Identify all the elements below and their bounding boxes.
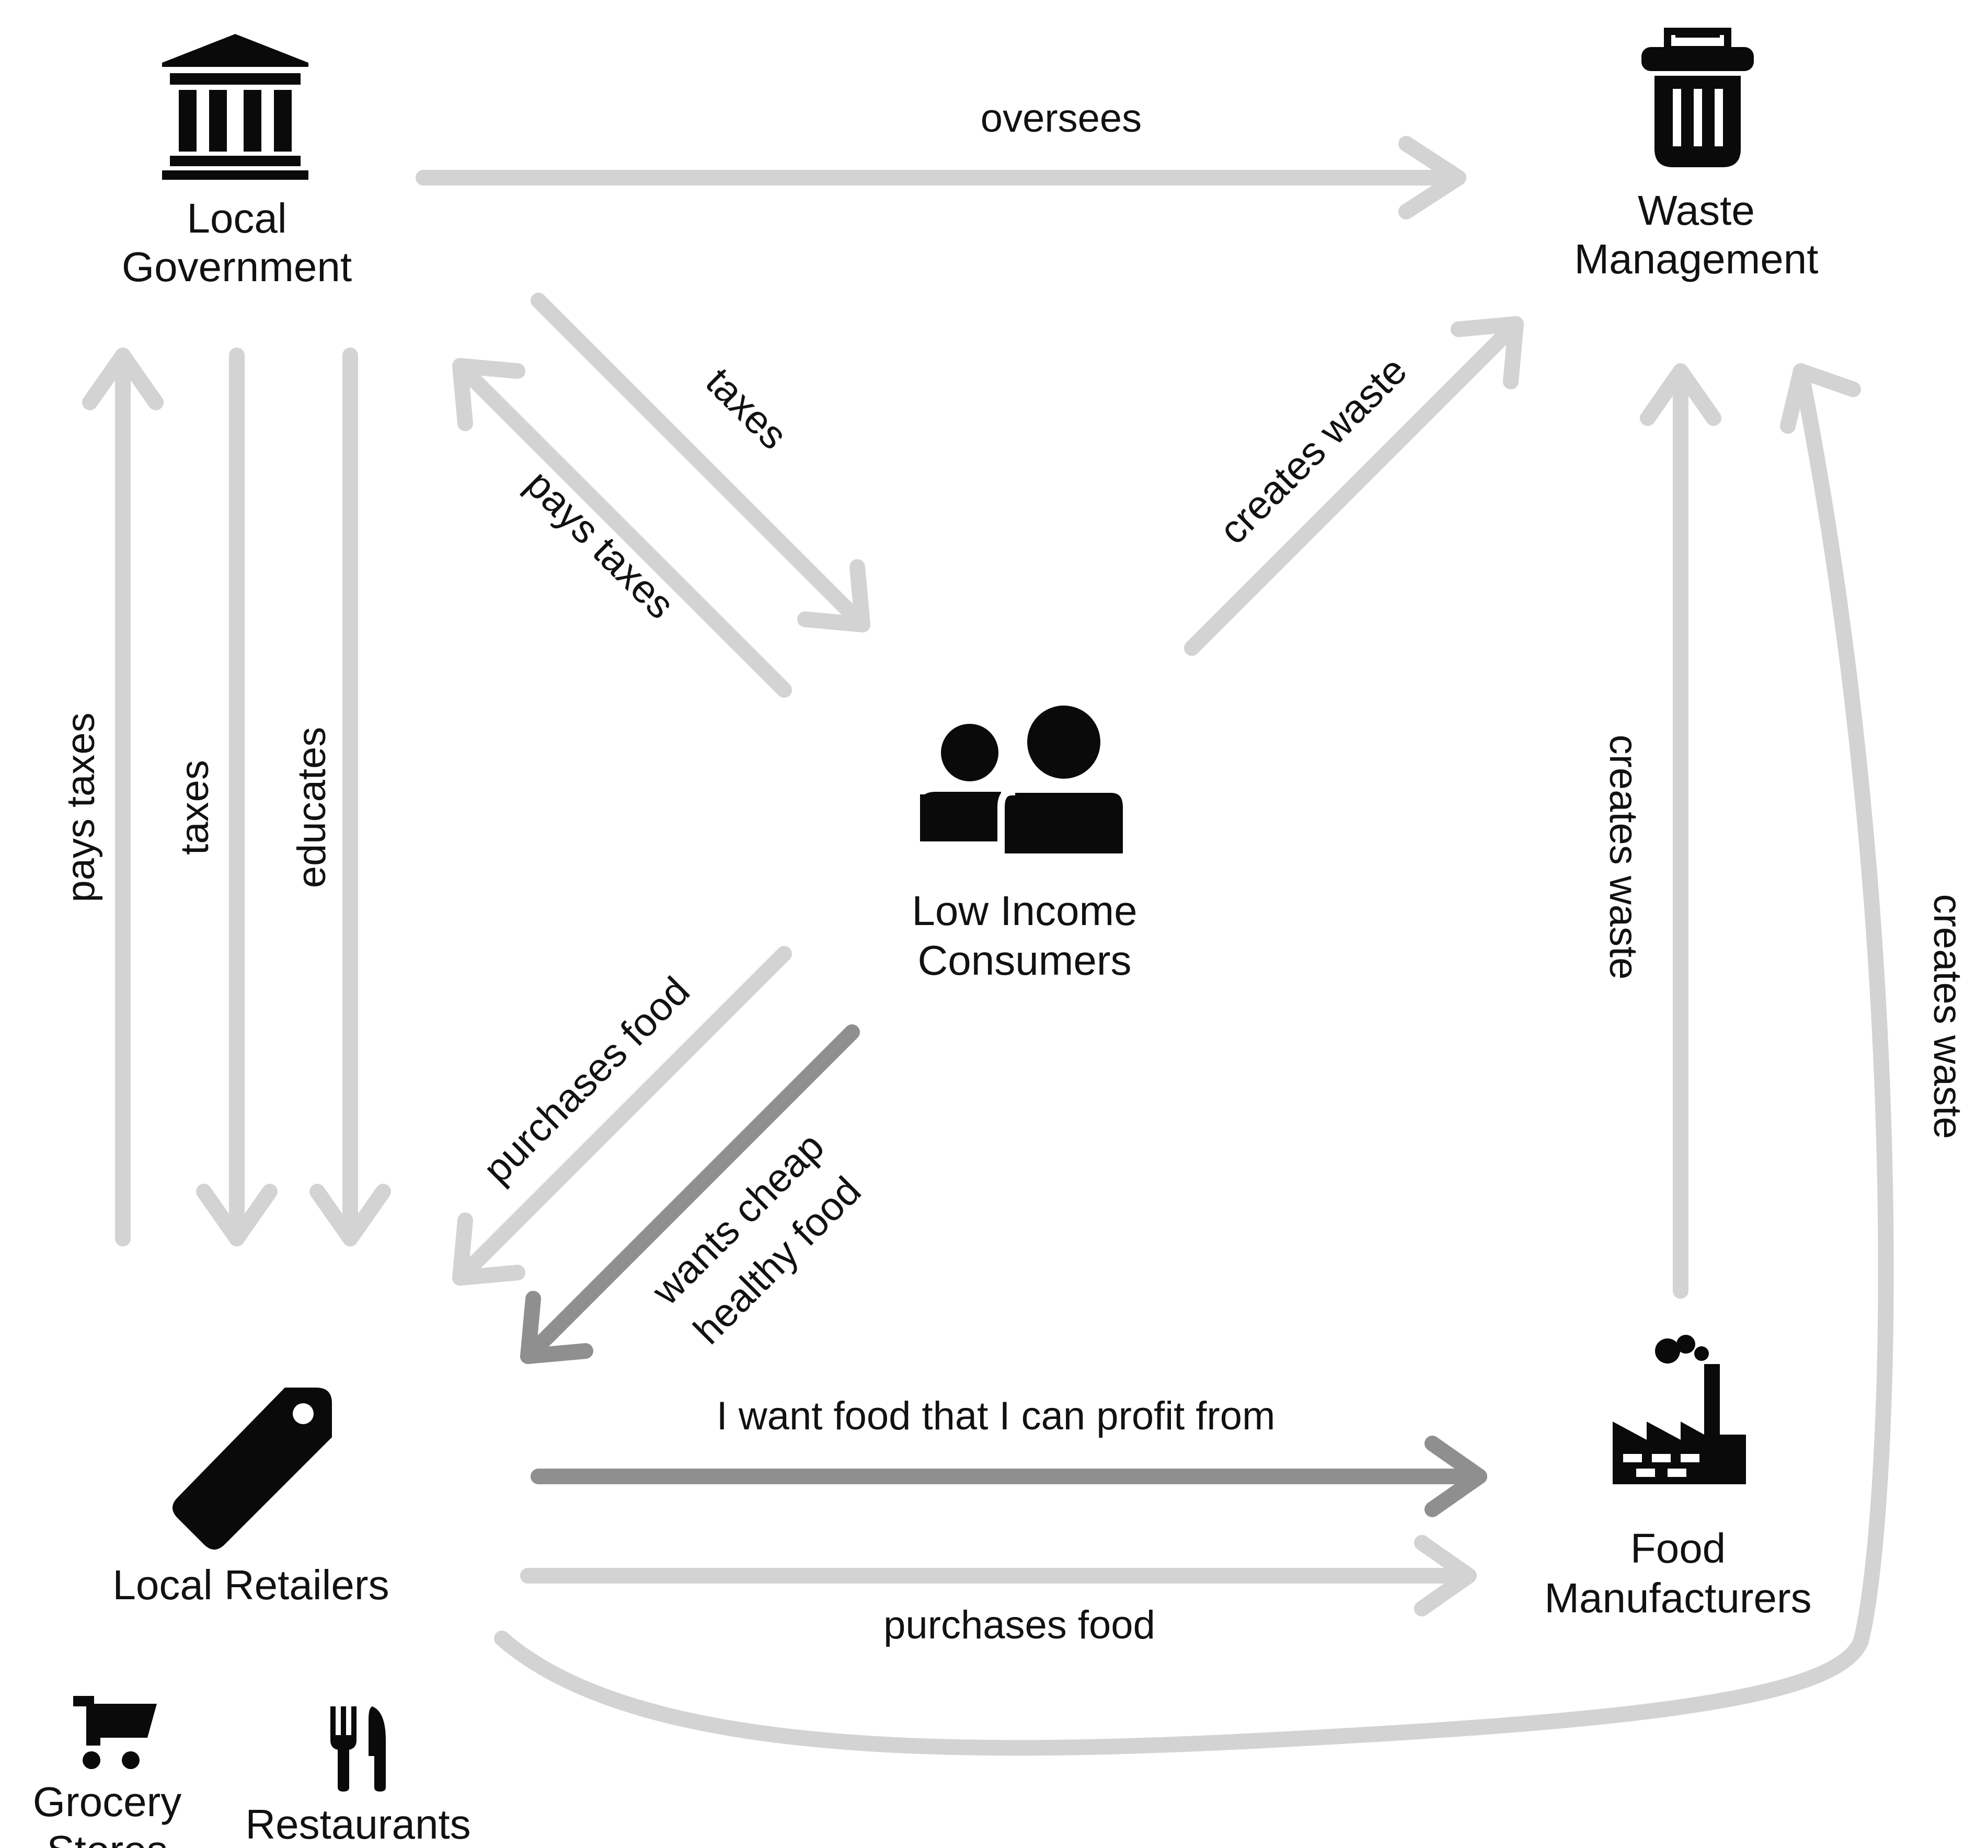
node-restaurants: Restaurants xyxy=(245,1706,471,1847)
label-gov-educates: educates xyxy=(290,727,334,888)
arrow-retailers-want-profit xyxy=(531,1436,1487,1517)
node-label-line1: Waste xyxy=(1638,187,1755,234)
fork-knife-icon xyxy=(330,1706,386,1792)
arrow-consumers-create-waste xyxy=(1184,316,1524,656)
node-label-line2: Government xyxy=(122,244,352,290)
government-building-icon xyxy=(162,34,308,180)
node-label-line2: Stores xyxy=(47,1827,167,1848)
label-retailers-create-waste: creates waste xyxy=(1925,894,1970,1139)
node-food-manufacturers: Food Manufacturers xyxy=(1544,1335,1812,1621)
arrow-oversees xyxy=(416,136,1466,220)
arrow-retailers-create-waste xyxy=(494,363,1894,1756)
arrow-gov-taxes-retailers xyxy=(196,348,278,1246)
price-tag-icon xyxy=(173,1388,332,1550)
node-label-line1: Local xyxy=(187,195,286,241)
node-local-government: Local Government xyxy=(122,34,352,290)
label-retailers-want-profit: I want food that I can profit from xyxy=(717,1394,1275,1438)
node-local-retailers: Local Retailers xyxy=(112,1388,389,1608)
arrow-gov-taxes-consumers xyxy=(531,293,870,632)
arrow-manufacturers-create-waste xyxy=(1640,363,1721,1299)
node-label-line2: Consumers xyxy=(917,937,1131,984)
arrow-consumers-pay-taxes xyxy=(452,358,792,698)
node-label-line1: Food xyxy=(1630,1525,1726,1572)
arrow-gov-educates xyxy=(309,348,391,1246)
arrows xyxy=(82,136,1894,1756)
node-grocery-stores: Grocery Stores xyxy=(33,1696,182,1848)
label-retailers-purchase-food: purchases food xyxy=(883,1603,1155,1647)
node-label-line2: Management xyxy=(1575,236,1819,282)
node-waste-management: Waste Management xyxy=(1575,28,1819,282)
node-label-line1: Local Retailers xyxy=(112,1562,389,1608)
label-gov-taxes-consumers: taxes xyxy=(697,360,796,458)
arrow-consumers-want-cheap-food xyxy=(520,1024,860,1364)
arrow-consumers-purchase-food xyxy=(452,946,792,1286)
people-icon xyxy=(920,706,1130,861)
node-label-line1: Restaurants xyxy=(245,1801,470,1847)
node-label-line2: Manufacturers xyxy=(1544,1575,1811,1621)
label-gov-taxes-retailers: taxes xyxy=(173,760,217,855)
label-manufacturers-create-waste: creates waste xyxy=(1601,735,1646,980)
node-low-income-consumers: Low Income Consumers xyxy=(912,706,1137,984)
arrow-retailers-purchase-food xyxy=(520,1535,1477,1616)
trash-can-icon xyxy=(1641,28,1754,167)
label-consumers-pay-taxes: pays taxes xyxy=(518,461,683,627)
factory-icon xyxy=(1613,1335,1746,1484)
arrow-retailers-pay-taxes xyxy=(82,348,164,1246)
label-retailers-pay-taxes: pays taxes xyxy=(59,712,103,902)
node-label-line1: Low Income xyxy=(912,887,1137,934)
label-oversees: oversees xyxy=(981,96,1142,141)
shopping-cart-icon xyxy=(73,1696,157,1769)
node-label-line1: Grocery xyxy=(33,1778,182,1825)
